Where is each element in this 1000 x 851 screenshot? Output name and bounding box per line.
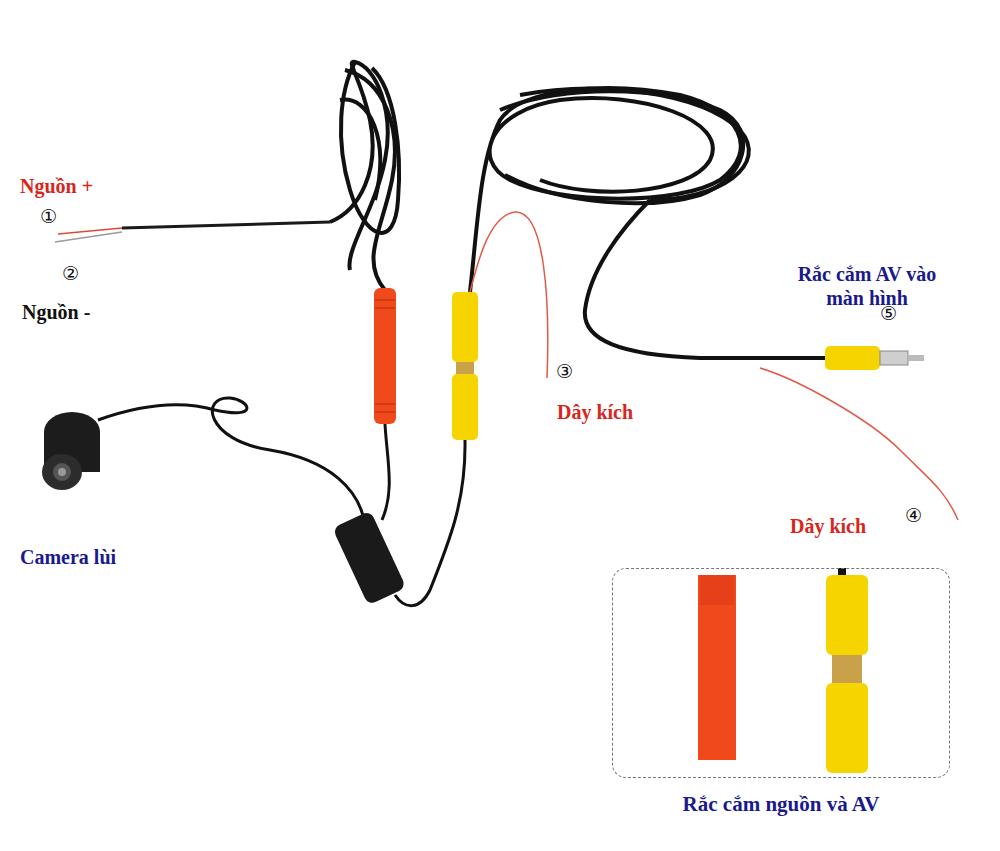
av-plug: [452, 292, 478, 362]
trigger-wire: [760, 368, 958, 520]
power-plug: [374, 288, 396, 424]
plug-closeup: [698, 568, 868, 773]
callout-number: ②: [62, 262, 79, 285]
power-label: Nguồn +: [20, 174, 93, 198]
power-label: Nguồn -: [22, 300, 90, 324]
camera-cable: [382, 424, 389, 520]
callout-number: ④: [905, 504, 922, 527]
camera-cable: [395, 440, 465, 606]
trigger-label: Dây kích: [790, 514, 866, 538]
negative-lead: [55, 232, 122, 242]
trigger-wire: [470, 212, 548, 378]
callout-number: ⑤: [880, 302, 897, 325]
closeup-frame: Rắc cắm nguồn và AV: [612, 568, 950, 817]
power-cable: [122, 222, 330, 228]
plug-metal: [880, 351, 908, 365]
cable-coil: [470, 88, 825, 358]
plug-metal: [456, 362, 474, 374]
plug-pin: [908, 355, 924, 361]
av-plug: [452, 374, 478, 440]
callout-number: ③: [556, 360, 573, 383]
av-label: Rắc cắm AV vào màn hình: [782, 262, 952, 310]
part-label: Camera lùi: [20, 545, 116, 569]
cable-coil: [330, 62, 399, 290]
frame-caption: Rắc cắm nguồn và AV: [612, 792, 950, 817]
rear-camera: [42, 412, 100, 490]
av-plug: [825, 346, 880, 370]
plug-ridges: [375, 300, 395, 412]
cable-junction: [332, 510, 406, 605]
callout-number: ①: [40, 205, 57, 228]
dashed-frame: [612, 568, 950, 778]
camera-cable: [98, 398, 365, 525]
trigger-label: Dây kích: [557, 400, 633, 424]
